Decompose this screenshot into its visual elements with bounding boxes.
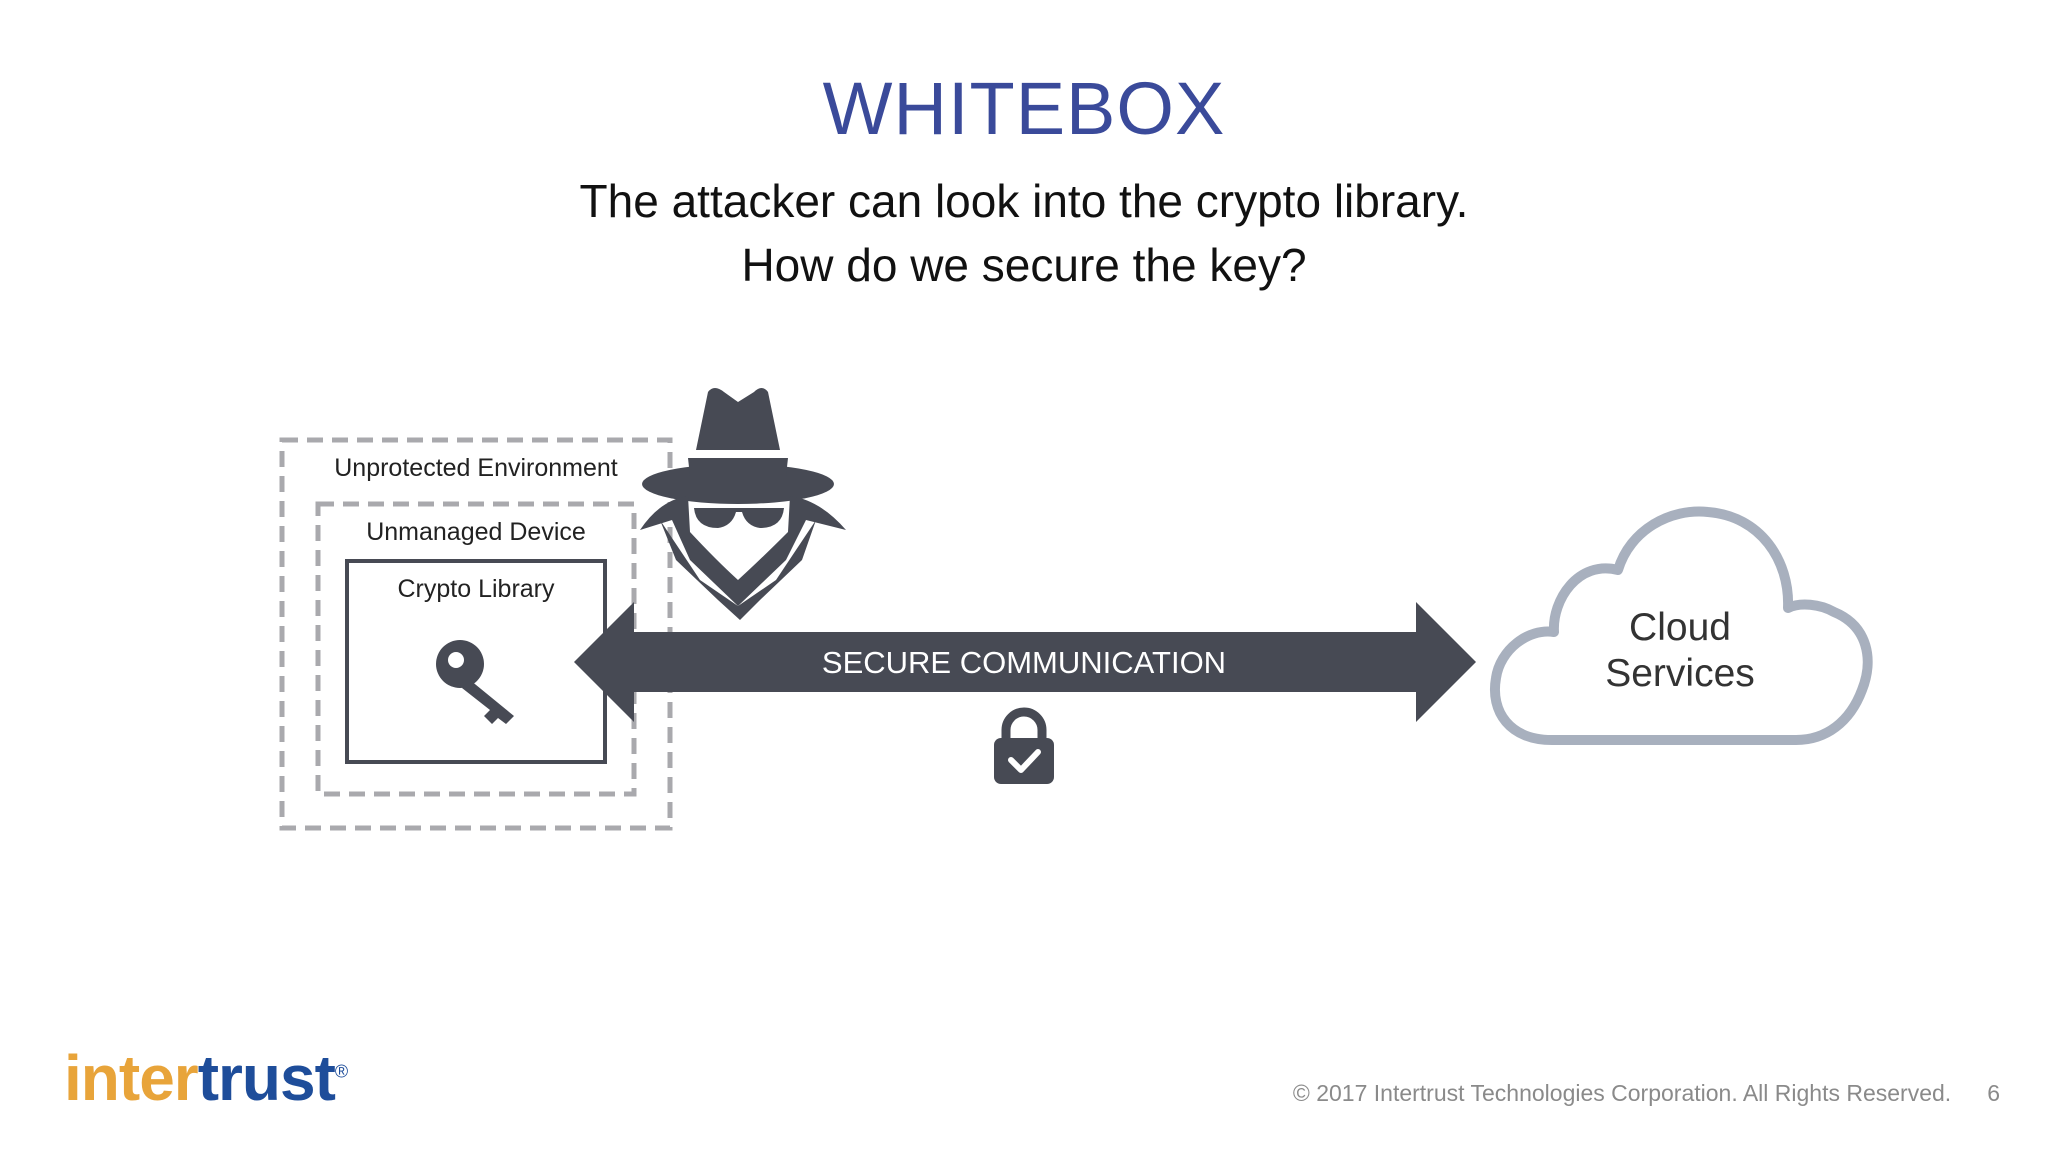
crypto-library-label: Crypto Library <box>398 575 555 603</box>
slide-title: WHITEBOX <box>822 67 1226 150</box>
secure-communication-label: SECURE COMMUNICATION <box>822 645 1226 680</box>
padlock-check-icon <box>994 707 1054 784</box>
subtitle-line-1: The attacker can look into the crypto li… <box>579 175 1469 227</box>
footer: © 2017 Intertrust Technologies Corporati… <box>1293 1082 2000 1105</box>
logo-text-inter: inter <box>64 1042 199 1114</box>
attacker-icon <box>640 388 846 620</box>
copyright-text: © 2017 Intertrust Technologies Corporati… <box>1292 1080 1952 1106</box>
unprotected-environment-label: Unprotected Environment <box>334 454 618 482</box>
cloud-icon <box>1490 506 1873 745</box>
cloud-label-line-2: Services <box>1605 652 1755 695</box>
logo-registered-mark: ® <box>334 1061 348 1082</box>
subtitle-line-2: How do we secure the key? <box>741 239 1307 291</box>
unmanaged-device-label: Unmanaged Device <box>366 518 586 546</box>
logo-text-trust: trust <box>197 1042 336 1114</box>
cloud-label-line-1: Cloud <box>1629 606 1731 649</box>
page-number: 6 <box>1987 1080 2000 1106</box>
intertrust-logo: intertrust® <box>64 1046 348 1110</box>
key-icon <box>436 640 514 724</box>
secure-communication-arrow <box>574 602 1476 722</box>
